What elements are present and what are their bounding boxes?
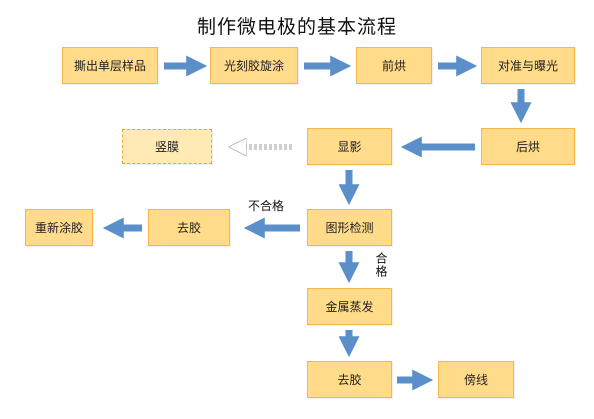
node-strip-resist-1: 去胶 (148, 209, 230, 246)
node-align-expose: 对准与曝光 (481, 47, 575, 84)
label-pass: 合格 (374, 252, 388, 278)
node-pattern-inspect: 图形检测 (307, 209, 392, 246)
node-strip-resist-2: 去胶 (307, 361, 392, 398)
node-bonding: 傍线 (438, 361, 514, 398)
node-photoresist-spin: 光刻胶旋涂 (210, 47, 298, 84)
node-metal-evaporation: 金属蒸发 (307, 288, 392, 325)
diagram-title: 制作微电极的基本流程 (196, 16, 397, 38)
node-vertical-film: 竖膜 (122, 129, 212, 164)
label-fail: 不合格 (248, 199, 285, 213)
node-prebake: 前烘 (356, 47, 432, 84)
node-develop: 显影 (307, 128, 392, 165)
node-rerecoat: 重新涂胶 (25, 209, 93, 246)
node-postbake: 后烘 (481, 128, 575, 165)
node-peel-sample: 撕出单层样品 (62, 47, 158, 84)
